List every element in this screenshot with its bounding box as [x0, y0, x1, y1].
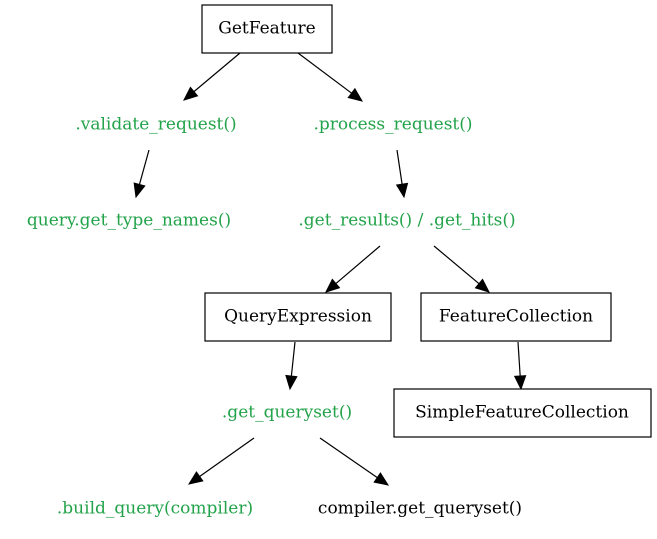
edge-line [517, 341, 521, 377]
edge-get-queryset-to-build-query [187, 437, 255, 485]
process-request-label: .process_request() [313, 115, 472, 135]
edge-get-results-to-feature-collection [433, 245, 490, 293]
arrowhead-icon [395, 182, 409, 199]
node-process-request: .process_request() [313, 115, 472, 135]
get-type-names-label: query.get_type_names() [27, 211, 231, 231]
node-getfeature: GetFeature [201, 4, 333, 54]
edge-getfeature-to-validate-request [183, 52, 241, 101]
edge-line [138, 149, 150, 185]
edge-get-results-to-query-expression [325, 245, 381, 293]
node-feature-collection: FeatureCollection [420, 292, 612, 342]
edge-line [433, 245, 480, 285]
edge-process-request-to-get-results [395, 149, 409, 199]
edge-line [319, 437, 378, 479]
node-build-query: .build_query(compiler) [57, 499, 253, 519]
arrowhead-icon [187, 471, 204, 485]
arrowhead-icon [513, 375, 527, 391]
edge-line [396, 149, 403, 185]
arrowhead-icon [325, 278, 341, 293]
validate-request-label: .validate_request() [75, 115, 236, 135]
edge-getfeature-to-process-request [297, 52, 364, 102]
arrowhead-icon [373, 472, 390, 486]
query-expression-box [204, 292, 392, 342]
feature-collection-box [420, 292, 612, 342]
feature-collection-label: FeatureCollection [439, 307, 593, 327]
edges-layer [133, 52, 527, 486]
node-get-queryset: .get_queryset() [222, 403, 352, 423]
arrowhead-icon [474, 278, 490, 293]
edge-line [297, 52, 352, 94]
build-query-label: .build_query(compiler) [57, 499, 253, 519]
edge-feature-collection-to-simple-feature-collection [513, 341, 527, 391]
edge-query-expression-to-get-queryset [285, 341, 298, 391]
simple-feature-collection-label: SimpleFeatureCollection [415, 403, 629, 423]
edge-get-queryset-to-compiler-get-queryset [319, 437, 390, 486]
getfeature-box [201, 4, 333, 54]
node-query-expression: QueryExpression [204, 292, 392, 342]
node-get-results: .get_results() / .get_hits() [298, 211, 515, 231]
arrowhead-icon [347, 87, 364, 102]
getfeature-label: GetFeature [218, 19, 316, 39]
compiler-get-queryset-label: compiler.get_queryset() [318, 499, 522, 519]
arrowhead-icon [133, 182, 146, 199]
simple-feature-collection-box [393, 388, 652, 438]
node-get-type-names: query.get_type_names() [27, 211, 231, 231]
get-queryset-label: .get_queryset() [222, 403, 352, 423]
edge-validate-request-to-get-type-names [133, 149, 150, 199]
edge-line [335, 245, 381, 285]
edge-line [290, 341, 296, 377]
edge-line [199, 437, 255, 477]
query-expression-label: QueryExpression [224, 307, 372, 327]
node-validate-request: .validate_request() [75, 115, 236, 135]
arrowhead-icon [285, 374, 298, 391]
arrowhead-icon [183, 86, 199, 101]
edge-line [193, 52, 241, 93]
node-simple-feature-collection: SimpleFeatureCollection [393, 388, 652, 438]
get-results-label: .get_results() / .get_hits() [298, 211, 515, 231]
node-compiler-get-queryset: compiler.get_queryset() [318, 499, 522, 519]
